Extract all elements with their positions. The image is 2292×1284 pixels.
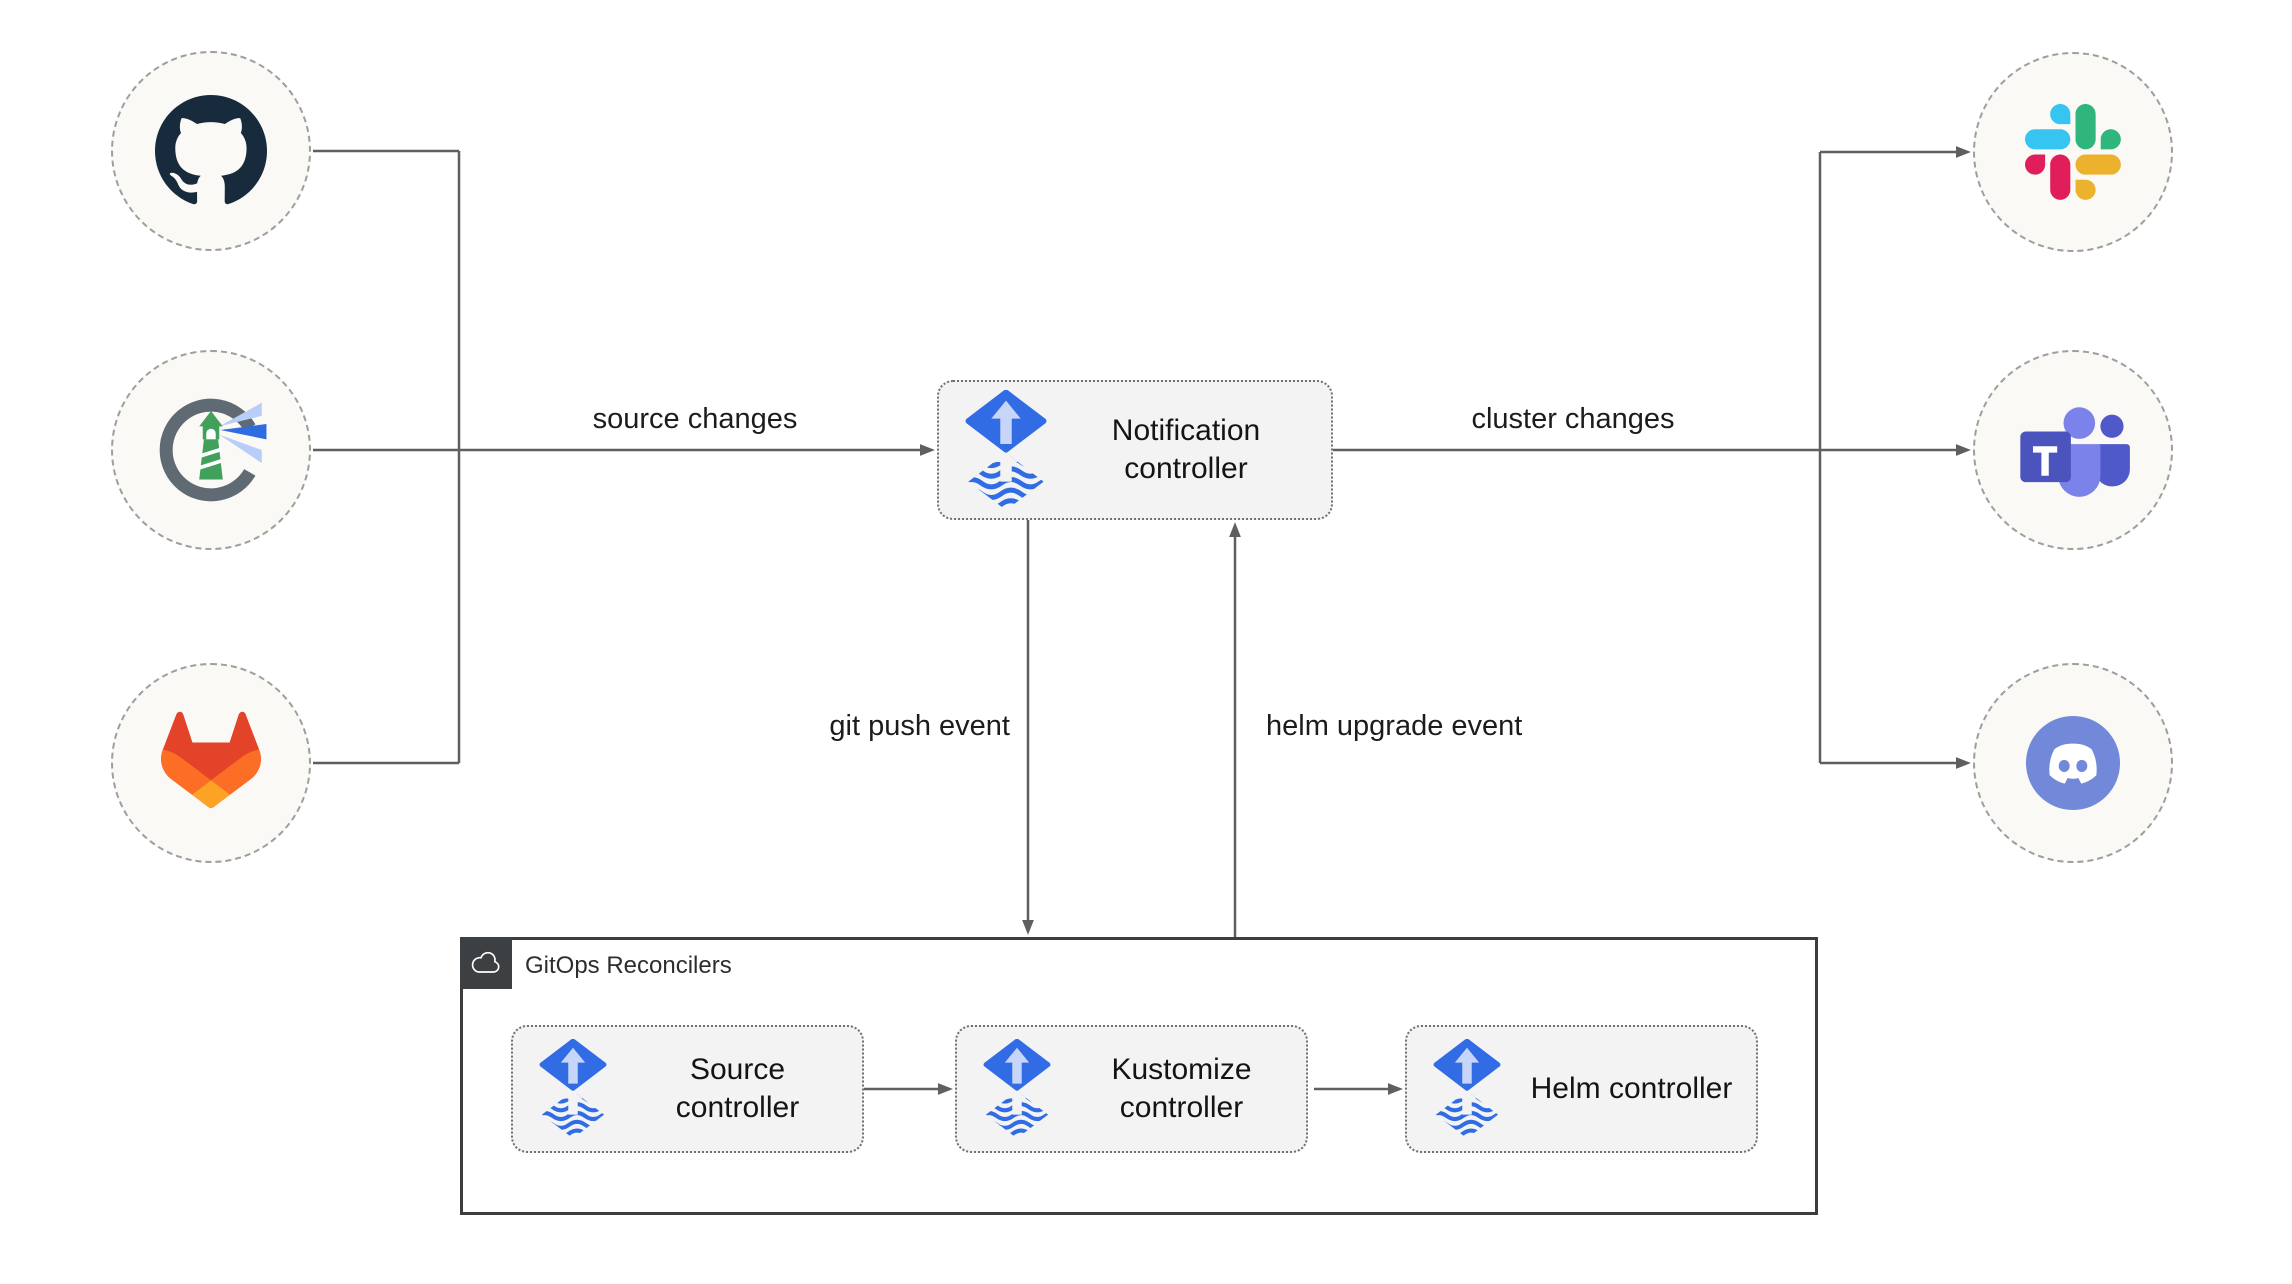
source-node-harbor: [111, 350, 311, 550]
flux-icon: [1433, 1039, 1501, 1139]
group-label: GitOps Reconcilers: [525, 952, 732, 979]
discord-icon: [2025, 715, 2121, 811]
node-helm-controller: Helm controller: [1405, 1025, 1758, 1153]
edge-label-cluster-changes: cluster changes: [1471, 403, 1675, 435]
node-notification-controller: Notification controller: [937, 380, 1333, 520]
target-node-discord: [1973, 663, 2173, 863]
slack-icon: [2025, 104, 2121, 200]
edge-label-source-changes: source changes: [592, 403, 798, 435]
source-node-github: [111, 51, 311, 251]
group-gitops-reconcilers: GitOps Reconcilers Source controller Kus…: [460, 937, 1818, 1215]
node-label: Helm controller: [1530, 1071, 1733, 1105]
node-source-controller: Source controller: [511, 1025, 864, 1153]
node-label: Notification controller: [1111, 413, 1261, 485]
edge-label-helm-upgrade-event: helm upgrade event: [1266, 710, 1523, 742]
cloud-icon: [471, 951, 500, 973]
target-node-teams: [1973, 350, 2173, 550]
node-label: Kustomize controller: [1111, 1052, 1252, 1124]
edge-label-git-push-event: git push event: [829, 710, 1010, 742]
flux-icon: [965, 390, 1047, 511]
node-kustomize-controller: Kustomize controller: [955, 1025, 1308, 1153]
group-badge: [460, 937, 512, 989]
github-icon: [155, 95, 267, 205]
source-node-gitlab: [111, 663, 311, 863]
flux-icon: [539, 1039, 607, 1139]
teams-icon: [2020, 406, 2130, 497]
flux-icon: [983, 1039, 1051, 1139]
node-label: Source controller: [675, 1052, 800, 1124]
target-node-slack: [1973, 52, 2173, 252]
harbor-icon: [159, 398, 267, 502]
gitlab-icon: [161, 711, 261, 808]
